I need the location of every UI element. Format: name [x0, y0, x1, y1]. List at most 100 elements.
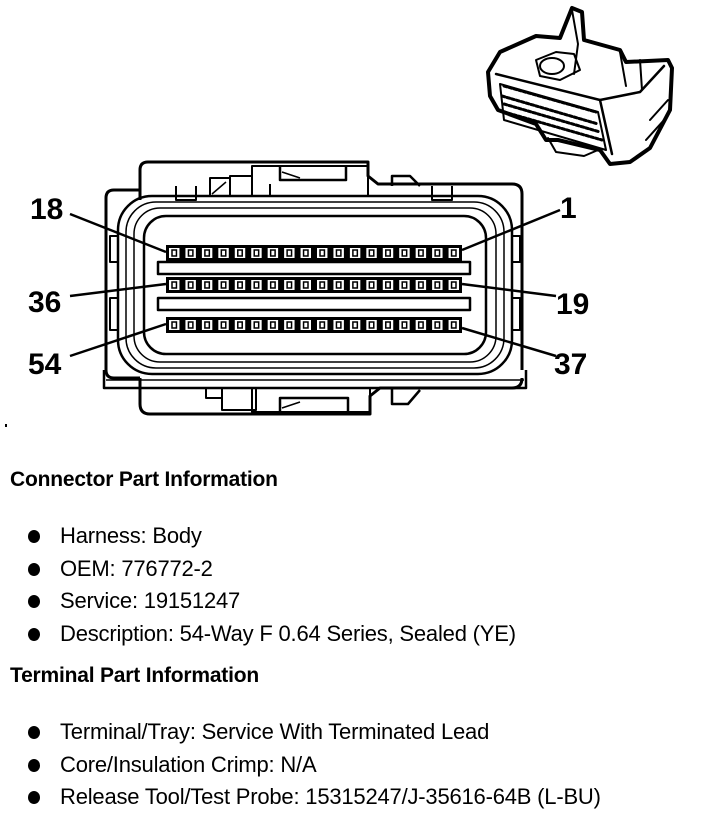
cavity-36	[169, 280, 180, 290]
cavity-9	[317, 248, 328, 258]
cavity-48	[267, 320, 279, 330]
cavity-terminal-25	[352, 281, 359, 289]
cavity-terminal-10	[302, 249, 309, 257]
cavity-terminal-29	[286, 281, 293, 289]
cavity-terminal-28	[302, 281, 309, 289]
pin-label-18: 18	[30, 193, 63, 226]
cavity-terminal-14	[237, 249, 243, 257]
pin-label-36: 36	[28, 286, 61, 319]
cavity-terminal-50	[237, 321, 243, 329]
connector-face-icon	[102, 160, 528, 416]
stray-mark	[5, 424, 7, 427]
cavity-7	[349, 248, 361, 258]
cavity-terminal-30	[269, 281, 276, 289]
connector-part-info-title: Connector Part Information	[10, 468, 278, 491]
cavity-terminal-38	[434, 321, 441, 329]
cavity-20	[432, 280, 443, 290]
cavity-39	[415, 320, 427, 330]
cavity-22	[399, 280, 410, 290]
list-item: Release Tool/Test Probe: 15315247/J-3561…	[28, 781, 601, 814]
cavity-24	[366, 280, 377, 290]
cavity-4	[399, 248, 410, 258]
cavity-44	[333, 320, 344, 330]
oem-text: OEM: 776772-2	[60, 555, 213, 581]
cavity-45	[317, 320, 328, 330]
cavity-49	[251, 320, 262, 330]
cavity-47	[284, 320, 295, 330]
cavity-32	[234, 280, 246, 290]
bullet-icon	[28, 562, 40, 576]
terminal-part-info-title: Terminal Part Information	[10, 664, 259, 687]
cavity-rows	[166, 245, 462, 333]
cavity-52	[201, 320, 213, 330]
cavity-40	[399, 320, 410, 330]
cavity-2	[432, 248, 443, 258]
cavity-terminal-51	[220, 321, 227, 329]
cavity-terminal-5	[385, 249, 391, 257]
bullet-icon	[28, 595, 40, 608]
service-text: Service: 19151247	[60, 588, 241, 613]
cavity-terminal-26	[335, 281, 342, 289]
cavity-38	[432, 320, 443, 330]
list-item: Description: 54-Way F 0.64 Series, Seale…	[28, 618, 516, 651]
cavity-46	[300, 320, 311, 330]
cavity-terminal-40	[401, 321, 408, 329]
crimp-text: Core/Insulation Crimp: N/A	[60, 751, 317, 777]
cavity-42	[366, 320, 377, 330]
cavity-8	[333, 248, 344, 258]
cavity-43	[349, 320, 361, 330]
cavity-terminal-1	[450, 249, 457, 257]
list-item: OEM: 776772-2	[28, 553, 516, 586]
cavity-terminal-27	[319, 281, 326, 289]
cavity-35	[185, 280, 196, 290]
cavity-terminal-19	[450, 281, 457, 289]
list-item: Service: 19151247	[28, 585, 516, 618]
cavity-53	[185, 320, 196, 330]
cavity-terminal-7	[352, 249, 359, 257]
cavity-17	[185, 248, 196, 258]
bullet-icon	[28, 530, 40, 543]
connector-diagram: 18 1 36 19 54 37	[28, 6, 674, 416]
cavity-37	[448, 320, 459, 330]
cavity-11	[284, 248, 295, 258]
release-tool-text: Release Tool/Test Probe: 15315247/J-3561…	[60, 784, 601, 809]
cavity-13	[251, 248, 262, 258]
cavity-terminal-16	[204, 249, 211, 257]
bullet-icon	[28, 758, 40, 772]
bullet-icon	[28, 726, 40, 739]
cavity-terminal-42	[368, 321, 375, 329]
cavity-terminal-47	[286, 321, 293, 329]
terminal-part-info-list: Terminal/Tray: Service With Terminated L…	[28, 716, 601, 814]
cavity-29	[284, 280, 295, 290]
cavity-terminal-9	[319, 249, 326, 257]
cavity-terminal-49	[253, 321, 260, 329]
cavity-terminal-37	[450, 321, 457, 329]
cavity-terminal-46	[302, 321, 309, 329]
cavity-terminal-12	[269, 249, 276, 257]
cavity-21	[415, 280, 427, 290]
cavity-terminal-21	[417, 281, 424, 289]
cavity-terminal-52	[204, 321, 211, 329]
bullet-icon	[28, 627, 40, 641]
cavity-41	[382, 320, 394, 330]
cavity-27	[317, 280, 328, 290]
cavity-15	[218, 248, 229, 258]
cavity-terminal-6	[368, 249, 375, 257]
cavity-terminal-8	[335, 249, 342, 257]
cavity-19	[448, 280, 459, 290]
pin-label-1: 1	[560, 192, 577, 225]
cavity-terminal-3	[417, 249, 424, 257]
cavity-25	[349, 280, 361, 290]
connector-part-info-list: Harness: Body OEM: 776772-2 Service: 191…	[28, 520, 516, 650]
pin-label-37: 37	[554, 348, 587, 381]
cavity-terminal-31	[253, 281, 260, 289]
list-item: Core/Insulation Crimp: N/A	[28, 749, 601, 782]
pin-label-19: 19	[556, 288, 589, 321]
cavity-34	[201, 280, 213, 290]
cavity-terminal-32	[237, 281, 243, 289]
cavity-14	[234, 248, 246, 258]
cavity-1	[448, 248, 459, 258]
cavity-terminal-44	[335, 321, 342, 329]
cavity-terminal-43	[352, 321, 359, 329]
cavity-terminal-45	[319, 321, 326, 329]
